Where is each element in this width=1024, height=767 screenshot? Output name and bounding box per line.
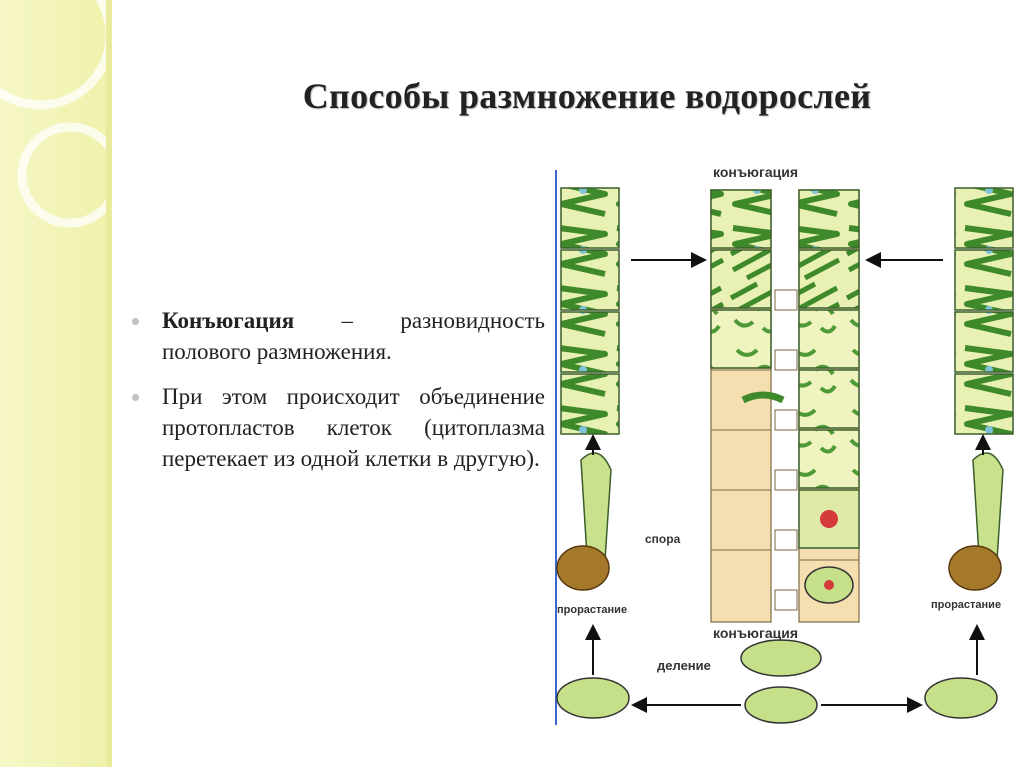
label-germination-right: прорастание bbox=[931, 599, 1001, 611]
bullet-dot bbox=[132, 394, 139, 401]
bullet-text: – разновидность полового размножения. bbox=[162, 308, 545, 364]
bullet-dot bbox=[132, 318, 139, 325]
decorative-sidebar bbox=[0, 0, 112, 767]
label-conjugation-bottom: конъюгация bbox=[713, 625, 798, 641]
label-germination-left: прорастание bbox=[557, 604, 627, 616]
division-cycle bbox=[556, 639, 998, 724]
conjugating-filaments bbox=[710, 189, 860, 623]
germination-left bbox=[556, 452, 612, 591]
label-conjugation-top: конъюгация bbox=[713, 164, 798, 180]
conjugation-diagram: конъюгация конъюгация спора прорастание … bbox=[555, 164, 1014, 725]
label-division: деление bbox=[657, 658, 711, 673]
bullet-process: При этом происходит объединение протопла… bbox=[130, 381, 545, 474]
bullet-list: Конъюгация – разновидность полового разм… bbox=[130, 305, 545, 488]
germination-right bbox=[948, 452, 1004, 591]
bullet-text: При этом происходит объединение протопла… bbox=[162, 384, 545, 471]
bullet-term: Конъюгация bbox=[162, 308, 295, 333]
filament-left bbox=[560, 187, 620, 435]
bullet-conjugation: Конъюгация – разновидность полового разм… bbox=[130, 305, 545, 367]
filament-right bbox=[954, 187, 1014, 435]
label-spore: спора bbox=[645, 532, 681, 546]
slide-title: Способы размножение водорослей bbox=[302, 76, 872, 116]
